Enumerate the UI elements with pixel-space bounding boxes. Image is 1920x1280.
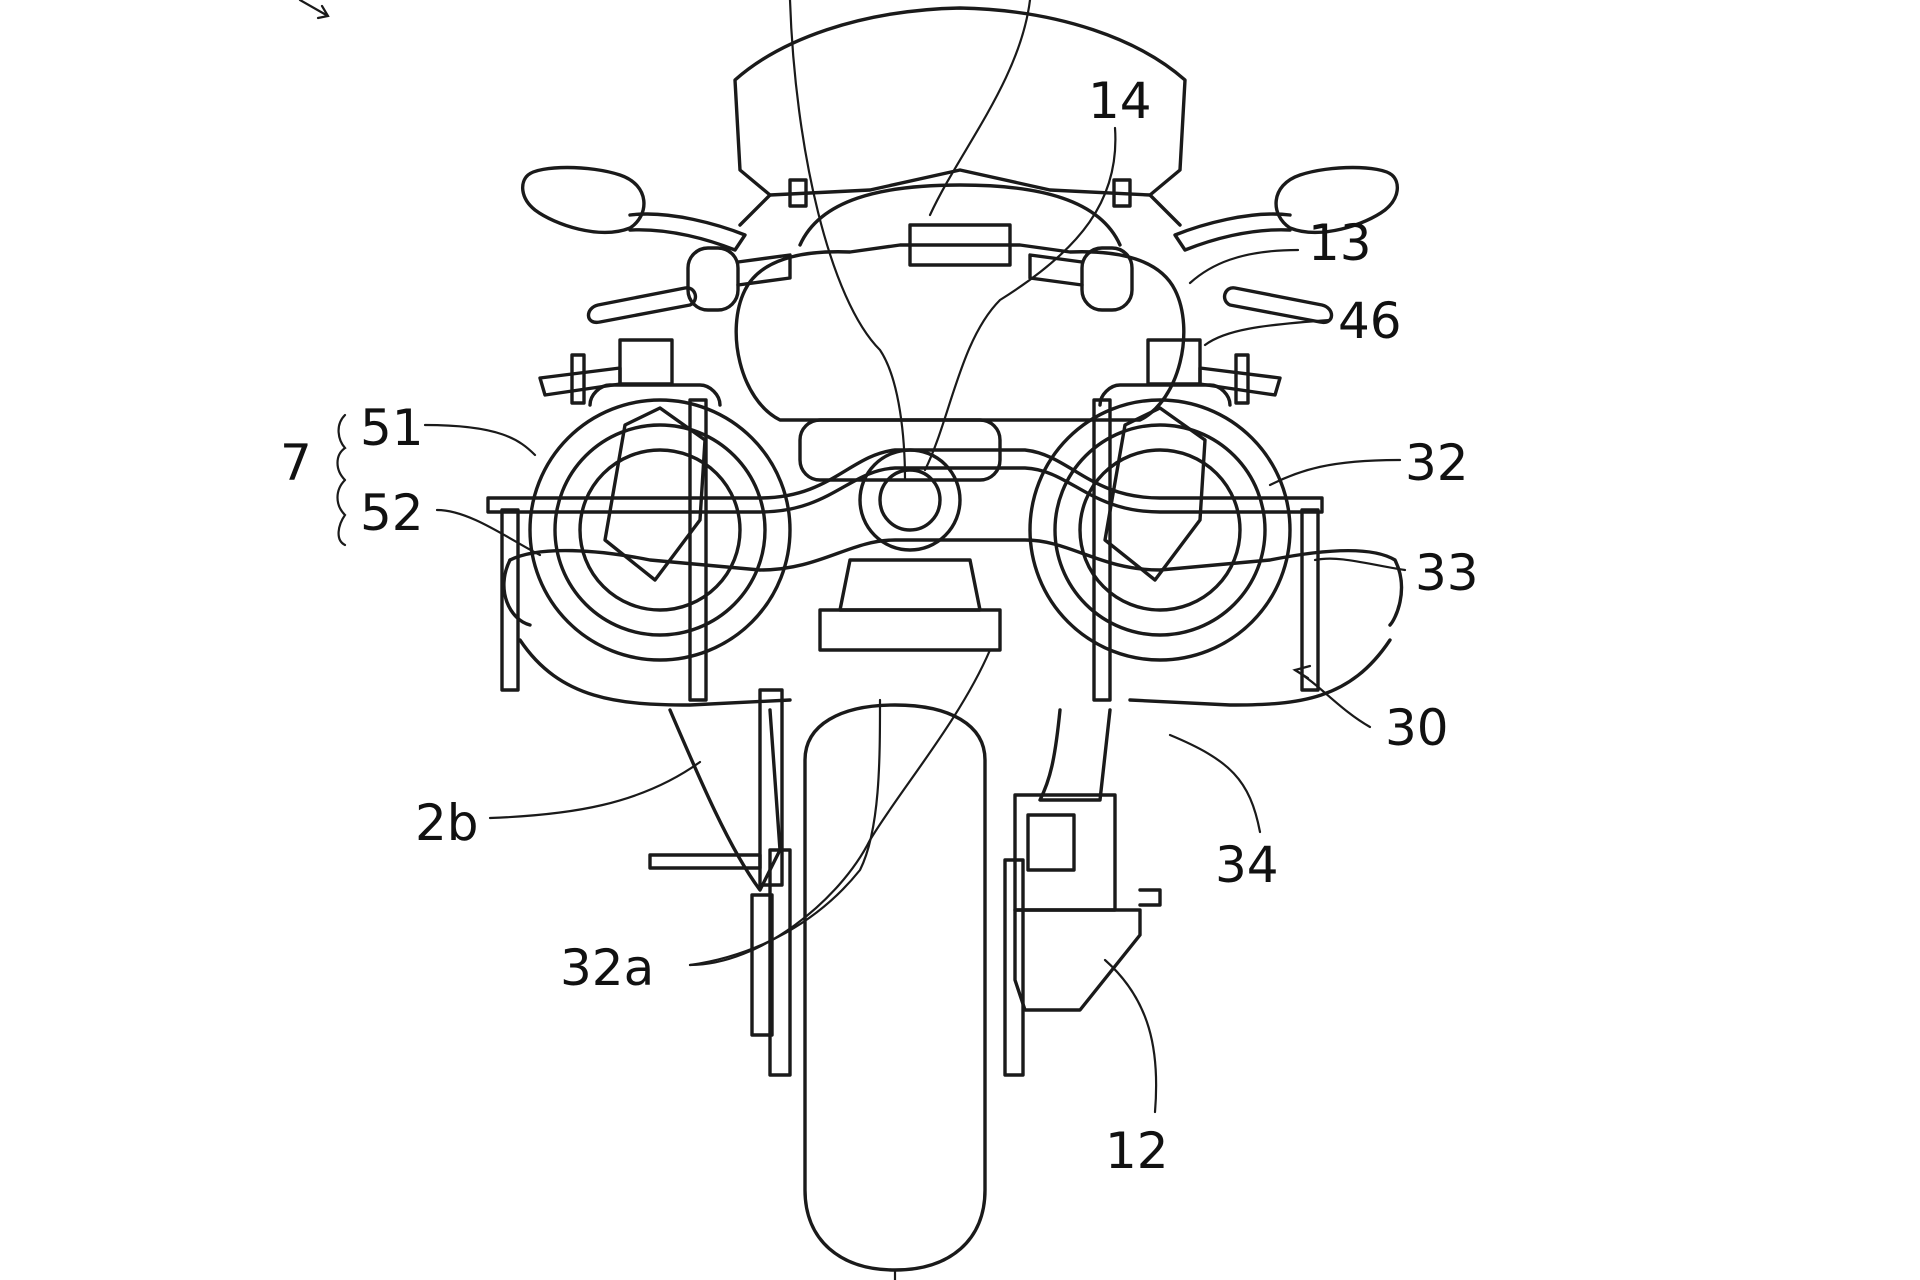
label-7: 7 xyxy=(280,434,312,492)
lower-sensor-box xyxy=(1013,793,1162,1012)
label-32a: 32a xyxy=(560,939,654,997)
leader-top-left xyxy=(298,0,330,20)
left-sensor-bracket xyxy=(538,338,674,405)
right-mirror xyxy=(1173,165,1399,252)
label-30: 30 xyxy=(1385,699,1449,757)
label-2b: 2b xyxy=(415,794,479,852)
label-46: 46 xyxy=(1338,292,1402,350)
label-33: 33 xyxy=(1415,544,1479,602)
front-wheel xyxy=(803,703,987,1272)
front-fairing xyxy=(734,178,1186,422)
label-34: 34 xyxy=(1215,836,1279,894)
right-radar-unit xyxy=(1028,383,1292,662)
left-radar-unit xyxy=(528,383,792,662)
lower-body-left xyxy=(648,688,784,892)
leader-lines xyxy=(336,0,1407,1280)
center-camera-hub xyxy=(798,418,1002,652)
label-13: 13 xyxy=(1308,214,1372,272)
label-52: 52 xyxy=(360,484,424,542)
guard-frame xyxy=(486,398,1404,707)
label-12: 12 xyxy=(1105,1122,1169,1180)
label-51: 51 xyxy=(360,399,424,457)
left-handlebar xyxy=(586,246,792,324)
lower-body-right xyxy=(1038,708,1112,802)
brake-calipers xyxy=(750,848,1025,1077)
left-mirror xyxy=(521,165,747,252)
label-32: 32 xyxy=(1405,434,1469,492)
label-14: 14 xyxy=(1088,72,1152,130)
